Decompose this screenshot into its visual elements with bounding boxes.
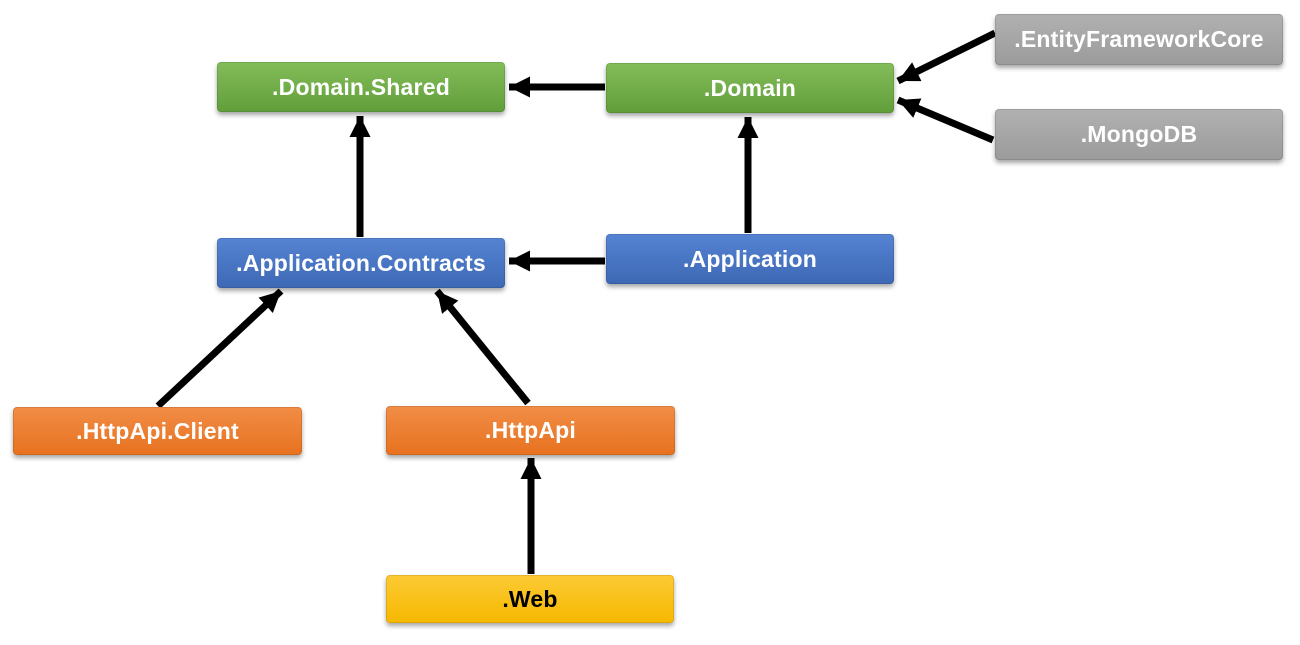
- node-mongodb: .MongoDB: [995, 109, 1283, 160]
- edge-mongodb-to-domain: [896, 96, 995, 144]
- node-entity-framework-core: .EntityFrameworkCore: [995, 14, 1283, 65]
- edge-entity-framework-core-to-domain: [896, 29, 997, 85]
- edge-httpapi-client-to-application-contracts: [155, 288, 284, 409]
- node-application-contracts: .Application.Contracts: [217, 238, 505, 288]
- node-domain-shared: .Domain.Shared: [217, 62, 505, 112]
- node-domain: .Domain: [606, 63, 894, 113]
- node-httpapi: .HttpApi: [386, 406, 675, 455]
- edge-httpapi-to-application-contracts: [434, 288, 531, 406]
- node-application: .Application: [606, 234, 894, 284]
- node-web: .Web: [386, 575, 674, 623]
- node-httpapi-client: .HttpApi.Client: [13, 407, 302, 455]
